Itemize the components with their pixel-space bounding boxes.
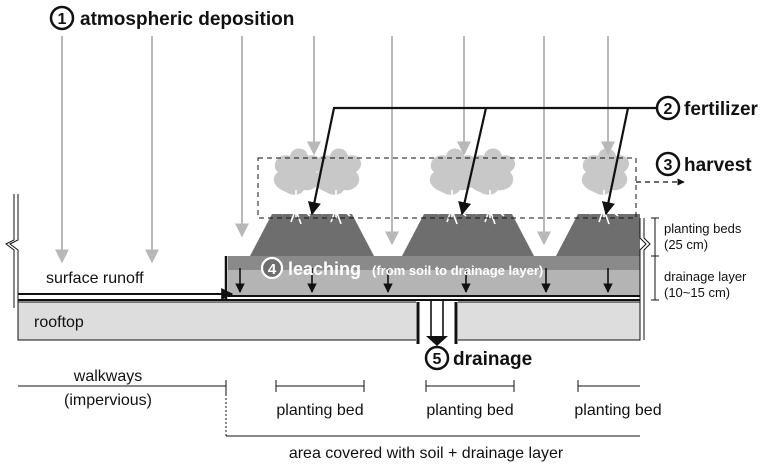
break-lines xyxy=(5,194,651,340)
number-badge xyxy=(260,256,284,280)
step-number: 2 xyxy=(664,101,673,118)
fertilizer-arrows xyxy=(307,106,656,216)
plants xyxy=(273,147,630,225)
rooftop-label: rooftop xyxy=(34,314,84,331)
drainage-arrow xyxy=(426,300,448,346)
planting-bed-label-2: planting bed xyxy=(426,402,513,419)
number-badge xyxy=(424,345,450,371)
leaching-arrows xyxy=(235,268,613,293)
planting-bed-mounds xyxy=(250,214,640,256)
surface-runoff-label: surface runoff xyxy=(46,270,144,287)
plant-icon xyxy=(273,147,322,225)
depth-brackets xyxy=(651,217,659,301)
number-badge xyxy=(655,151,681,177)
plant-icon xyxy=(313,147,362,225)
step-number: 3 xyxy=(664,157,673,174)
step-leaching: 4 leaching (from soil to drainage layer) xyxy=(260,256,543,280)
step-number: 4 xyxy=(268,261,277,278)
planting-beds-depth: (25 cm) xyxy=(664,237,708,252)
planting-bed-label-1: planting bed xyxy=(276,402,363,419)
number-badge xyxy=(49,5,75,31)
plant-icon xyxy=(429,147,478,225)
step-label: leaching xyxy=(288,259,361,279)
step-drainage: 5 drainage xyxy=(424,345,532,371)
area-covered-label: area covered with soil + drainage layer xyxy=(289,445,564,462)
step-number: 1 xyxy=(58,11,67,28)
step-harvest: 3 harvest xyxy=(655,151,752,177)
step-atmospheric-deposition: 1 atmospheric deposition xyxy=(49,5,294,31)
number-badge xyxy=(655,95,681,121)
soil-mound-2 xyxy=(402,214,534,256)
soil-mound-1 xyxy=(250,214,374,256)
planting-beds-label: planting beds xyxy=(664,221,742,236)
walkways-note: (impervious) xyxy=(64,392,152,409)
step-label: drainage xyxy=(453,349,532,370)
step-detail: (from soil to drainage layer) xyxy=(372,263,543,278)
drainage-layer-depth: (10~15 cm) xyxy=(664,285,730,300)
step-fertilizer: 2 fertilizer xyxy=(655,95,759,121)
planting-bed-label-3: planting bed xyxy=(574,402,661,419)
harvest-box xyxy=(257,157,637,219)
soil-mound-3 xyxy=(556,214,640,256)
rooftop xyxy=(17,300,641,344)
extent-lines xyxy=(18,380,640,437)
step-number: 5 xyxy=(433,351,442,368)
step-label: atmospheric deposition xyxy=(80,9,294,30)
step-label: fertilizer xyxy=(684,99,759,120)
drainage-layer-label: drainage layer xyxy=(664,269,747,284)
deposition-arrows xyxy=(55,36,615,264)
step-label: harvest xyxy=(684,155,752,176)
walkways-label: walkways xyxy=(73,368,142,385)
